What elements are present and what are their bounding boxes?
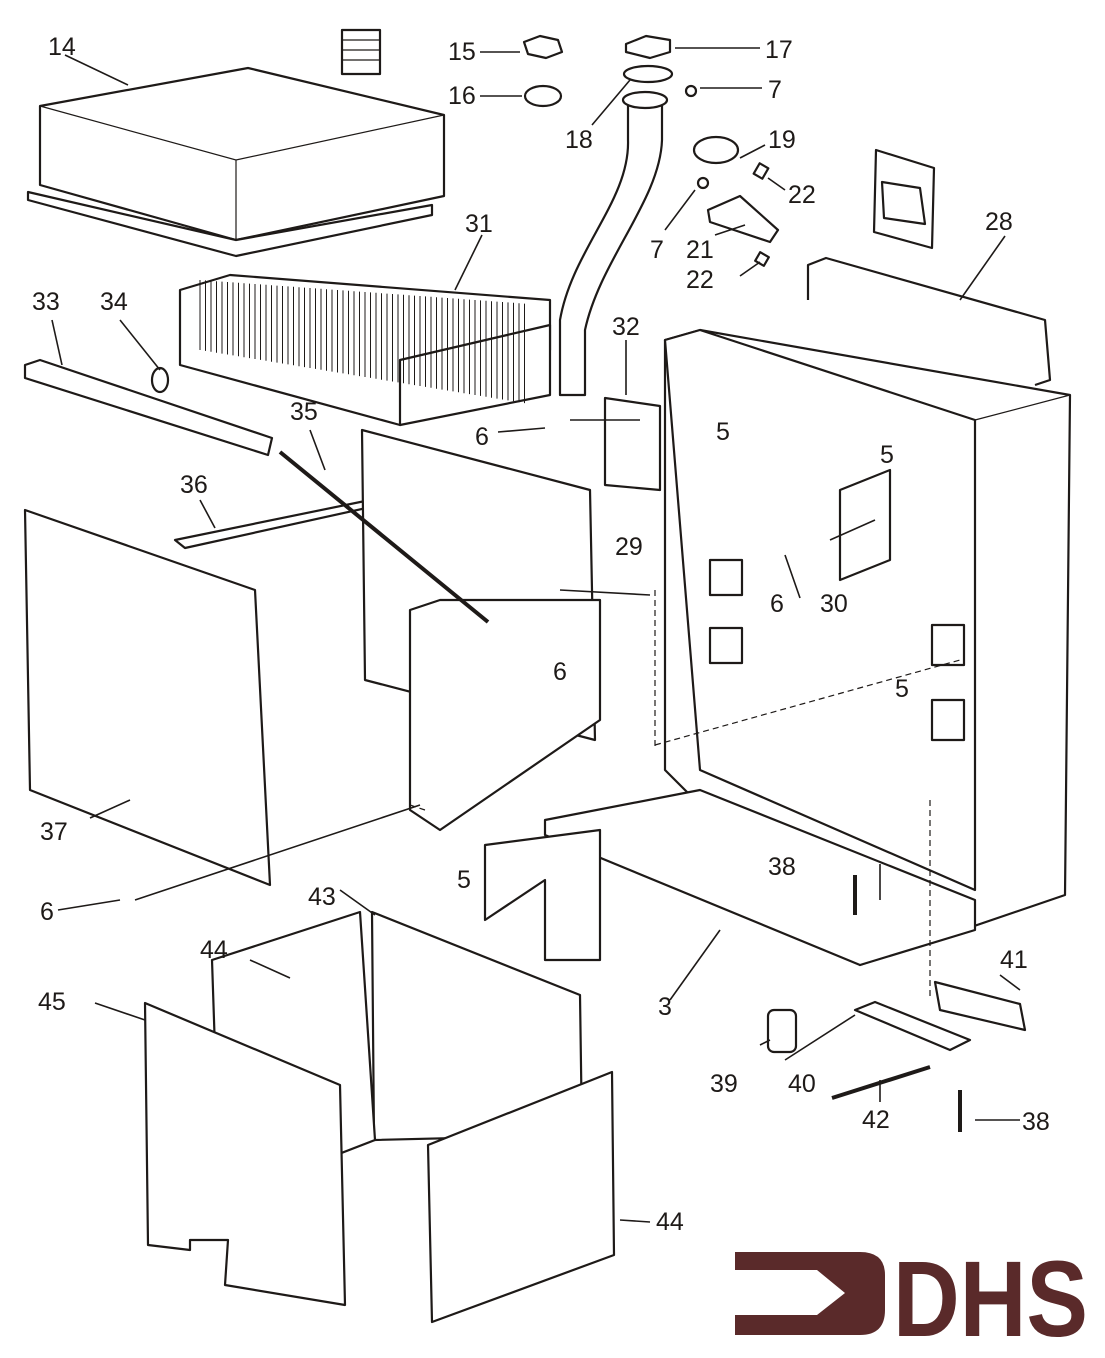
callout-33: 33	[32, 288, 60, 316]
part-45-insulation	[143, 1001, 347, 1307]
callout-5: 5	[457, 866, 471, 894]
callout-6: 6	[40, 898, 54, 926]
callout-7: 7	[768, 76, 782, 104]
callout-31: 31	[465, 210, 493, 238]
callout-18: 18	[565, 126, 593, 154]
callout-16: 16	[448, 82, 476, 110]
callout-32: 32	[612, 313, 640, 341]
callout-41: 41	[1000, 946, 1028, 974]
callout-6: 6	[475, 423, 489, 451]
part-16-olive	[523, 84, 563, 108]
part-17-nut	[624, 34, 672, 60]
threaded-pipe-top	[340, 28, 382, 76]
part-15-nut	[522, 34, 564, 60]
part-19-thermostat	[692, 135, 740, 165]
callout-28: 28	[985, 208, 1013, 236]
part-7-screw-a	[684, 84, 698, 98]
callout-3: 3	[658, 993, 672, 1021]
part-18-flue-pipe	[558, 90, 669, 397]
part-28-main-casing	[663, 256, 1072, 967]
callout-14: 14	[48, 33, 76, 61]
callout-6: 6	[770, 590, 784, 618]
callout-17: 17	[765, 36, 793, 64]
gasket-packet	[872, 148, 936, 250]
part-22-spacer-a	[752, 162, 770, 180]
callout-37: 37	[40, 818, 68, 846]
callout-38: 38	[768, 853, 796, 881]
part-35-rod	[278, 450, 490, 624]
callout-7: 7	[650, 236, 664, 264]
callout-19: 19	[768, 126, 796, 154]
callout-6: 6	[553, 658, 567, 686]
part-39-grommet	[766, 1008, 798, 1054]
callout-34: 34	[100, 288, 128, 316]
part-41-hinge	[933, 980, 1027, 1032]
part-37-side-panel	[23, 508, 272, 887]
callout-21: 21	[686, 236, 714, 264]
part-7-screw-b	[696, 176, 710, 190]
dhs-logo: DHS	[735, 1240, 1088, 1345]
callout-44: 44	[200, 936, 228, 964]
callout-43: 43	[308, 883, 336, 911]
logo-text: DHS	[893, 1240, 1088, 1345]
part-31-heat-exchanger	[178, 273, 552, 427]
combustion-chamber-panel	[360, 428, 602, 832]
part-33-bracket-bar	[23, 358, 274, 457]
callout-39: 39	[710, 1070, 738, 1098]
callout-42: 42	[862, 1106, 890, 1134]
callout-44: 44	[656, 1208, 684, 1236]
callout-5: 5	[895, 675, 909, 703]
callout-5: 5	[880, 441, 894, 469]
callout-38: 38	[1022, 1108, 1050, 1136]
callout-15: 15	[448, 38, 476, 66]
part-44-insulation-b	[426, 1070, 616, 1324]
part-14-hood	[26, 66, 446, 258]
callout-22: 22	[788, 181, 816, 209]
callout-22: 22	[686, 266, 714, 294]
callout-36: 36	[180, 471, 208, 499]
callout-45: 45	[38, 988, 66, 1016]
callout-35: 35	[290, 398, 318, 426]
part-21-clip	[706, 194, 780, 244]
callout-29: 29	[615, 533, 643, 561]
part-3-base-tray	[483, 788, 977, 967]
callout-40: 40	[788, 1070, 816, 1098]
part-29-plate	[603, 396, 662, 492]
part-18-washer	[622, 64, 674, 84]
callout-5: 5	[716, 418, 730, 446]
part-40-bracket	[853, 1000, 972, 1052]
arrow-icon	[735, 1252, 885, 1335]
callout-labels: 14 15 16 17 18 7 19 22 7 21 22 28 31 33 …	[32, 33, 1050, 1236]
part-42-screw	[831, 1065, 931, 1100]
part-34-wing-nut	[150, 366, 170, 394]
leader-lines	[51, 47, 1021, 1223]
callout-30: 30	[820, 590, 848, 618]
